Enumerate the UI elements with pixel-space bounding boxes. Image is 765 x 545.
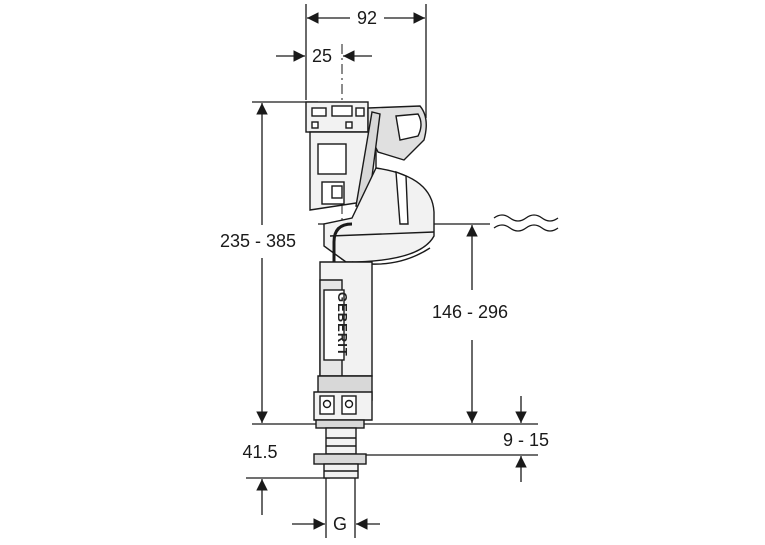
label-total-height: 235 - 385 xyxy=(220,231,296,251)
dimension-lines xyxy=(246,4,538,538)
label-thread-range: 9 - 15 xyxy=(503,430,549,450)
dimension-arrows xyxy=(256,12,527,530)
label-water-level: 146 - 296 xyxy=(432,302,508,322)
label-width-top: 92 xyxy=(357,8,377,28)
brand-logo-text: GEBERIT xyxy=(335,292,350,357)
label-thread-length: 41.5 xyxy=(242,442,277,462)
fill-valve xyxy=(305,101,435,479)
label-connection: G xyxy=(333,514,347,534)
water-wave-icon xyxy=(493,214,559,232)
label-offset-top: 25 xyxy=(312,46,332,66)
